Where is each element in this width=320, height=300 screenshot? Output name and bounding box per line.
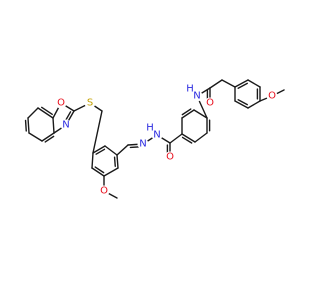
bond-p1-p2-second xyxy=(181,136,193,144)
oxazole-oxygen-background xyxy=(55,97,67,109)
bond-layer xyxy=(24,79,285,199)
imine-nitrogen-label: N xyxy=(139,139,146,150)
bond-p2-p3 xyxy=(194,132,208,143)
bond-r1-r2 xyxy=(234,79,249,88)
hydrazide-carbonyl-oxygen-background xyxy=(164,151,176,163)
bond-m5-m6 xyxy=(92,145,106,154)
bond-ch2-m5 xyxy=(92,110,103,154)
bond-b1-b2 xyxy=(27,107,39,119)
bond-p1-p2 xyxy=(181,133,196,143)
bond-r5-r6 xyxy=(234,100,249,109)
hydrazide-carbonyl-oxygen-label: O xyxy=(166,152,174,163)
bond-b6-b1 xyxy=(37,107,54,119)
bond-m1-m2 xyxy=(116,154,119,169)
bond-c_am-ch2b xyxy=(209,79,223,89)
amide-carbonyl-oxygen-background xyxy=(204,97,216,109)
bond-b6-b1-second xyxy=(40,106,53,116)
bond-b2-b3-second xyxy=(24,119,27,132)
methoxy-oxygen-left-label: O xyxy=(100,186,108,197)
oxazole-nitrogen-background xyxy=(60,119,72,131)
bond-r1-r2-second xyxy=(237,82,248,89)
bond-m6-m1 xyxy=(104,145,118,156)
imine-nitrogen-background xyxy=(137,138,149,150)
bond-ch2b-r1 xyxy=(221,79,236,88)
bond-b3-b4 xyxy=(28,132,43,142)
amide-hydrogen-label: H xyxy=(186,84,194,95)
thioether-sulfur-background xyxy=(84,97,96,109)
bond-b5-b6 xyxy=(52,117,55,134)
methoxy-oxygen-right-label: O xyxy=(268,91,276,102)
oxazole-nitrogen-label: N xyxy=(62,120,69,131)
oxazole-oxygen-label: O xyxy=(57,98,65,109)
bond-p5-p6-second xyxy=(181,108,192,116)
bond-p5-p6 xyxy=(181,109,195,119)
methoxy-oxygen-left-background xyxy=(98,185,110,197)
bond-m3-m4-second xyxy=(94,166,105,174)
bond-m1-ch_im xyxy=(116,144,129,156)
bond-b4-b5-second xyxy=(44,135,55,143)
bond-r4-r5 xyxy=(247,100,261,109)
hydrazide-nitrogen-background xyxy=(151,129,163,141)
bond-r5-r6-second xyxy=(237,99,248,106)
bond-m2-m3 xyxy=(103,167,119,177)
methoxy-oxygen-right-background xyxy=(266,90,278,102)
bond-b2-b3 xyxy=(27,117,30,134)
bond-m4-m5 xyxy=(91,152,94,169)
bond-b4-b5 xyxy=(41,132,55,142)
amide-nitrogen-label: N xyxy=(193,91,200,102)
bond-p4-p5 xyxy=(193,109,208,119)
hydrazide-nitrogen-label: N xyxy=(153,130,160,141)
bond-r2-r3 xyxy=(247,79,261,88)
bond-m3-m4 xyxy=(91,167,105,177)
amide-nitrogen-background xyxy=(191,90,203,102)
amide-carbonyl-oxygen-label: O xyxy=(206,98,214,109)
bond-m1-m2-second xyxy=(113,156,116,167)
bond-c_co-p1 xyxy=(169,133,183,144)
thioether-sulfur-label: S xyxy=(87,98,93,109)
hydrazide-hydrogen-label: H xyxy=(146,123,154,134)
bond-m5-m6-second xyxy=(95,148,106,155)
